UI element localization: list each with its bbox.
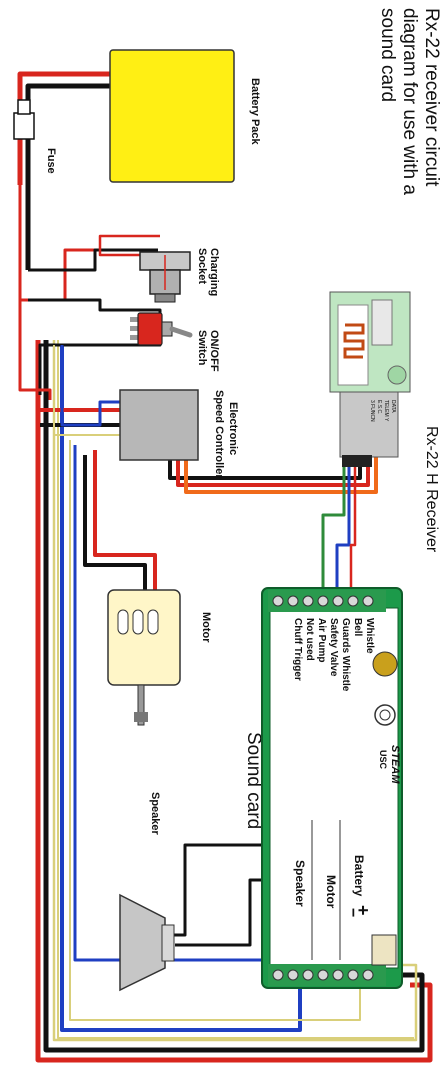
battery-plus-label: +: [353, 905, 373, 916]
wire-outer-yellow-2: [57, 340, 414, 1039]
svg-text:sound card: sound card: [377, 8, 398, 102]
wire-switch-red: [18, 300, 52, 400]
wire-outer-blue: [60, 345, 302, 1032]
battery-output-label: Battery: [352, 855, 366, 897]
motor-label: Motor: [200, 612, 212, 643]
rx-pin-4: 3 FUNCN: [369, 400, 375, 422]
charging-socket-label-2: Socket: [196, 248, 208, 284]
speaker-output-label: Speaker: [293, 860, 307, 907]
switch-label-1: ON/OFF: [208, 330, 220, 372]
receiver-label: Rx-22 H Receiver: [423, 426, 440, 553]
rx22-receiver: Rx-22 H Receiver DATA TELEM Y E.S.C. 3 F…: [329, 291, 440, 553]
motor: Motor: [107, 589, 212, 726]
charging-socket-label-1: Charging: [208, 248, 220, 296]
wire-sc-blue: [73, 445, 300, 962]
input-label-5: Air Pump: [316, 618, 327, 662]
wire-outer-yellow: [52, 340, 418, 1042]
sound-card: Sound card STEAM USC Whistle Bell Guards…: [243, 587, 403, 989]
wire-switch-black: [28, 298, 162, 395]
input-terminals: [272, 595, 374, 607]
wire-battery-black: [25, 83, 115, 116]
wire-esc-motor-black: [83, 455, 147, 592]
wire-speaker-black: [168, 843, 270, 937]
speaker-label: Speaker: [149, 792, 161, 836]
model-label: USC: [378, 750, 388, 770]
wire-esc-rx-orange: [184, 452, 378, 494]
esc-label-1: Electronic: [227, 402, 239, 455]
rx-pin-2: TELEM Y: [383, 400, 389, 422]
motor-output-label: Motor: [324, 875, 338, 909]
wire-rx-blue: [335, 462, 351, 590]
wire-battery-red: [17, 71, 115, 116]
sound-card-title: Sound card: [243, 732, 264, 829]
input-label-2: Bell: [352, 618, 363, 637]
battery-pack: Battery Pack: [109, 49, 261, 183]
title-line-3: sound card: [377, 8, 398, 102]
battery-pack-label: Battery Pack: [249, 78, 261, 146]
speed-controller: Electronic Speed Controller: [119, 389, 239, 479]
switch-label-2: Switch: [196, 330, 208, 366]
charging-socket: Charging Socket: [139, 248, 220, 303]
brand-label: STEAM: [389, 745, 401, 784]
wire-rx-red: [349, 462, 357, 590]
input-label-4: Safety Valve: [328, 618, 339, 677]
rx-pin-1: DATA: [390, 400, 396, 413]
wire-esc-blue-in: [60, 345, 120, 427]
wire-rx-green: [321, 462, 346, 590]
input-label-3: Guards Whistle: [340, 618, 351, 692]
fuse-label: Fuse: [45, 148, 57, 174]
input-label-1: Whistle: [364, 618, 375, 654]
svg-text:diagram for use with a: diagram for use with a: [399, 8, 420, 195]
title-line-2: diagram for use with a: [399, 8, 420, 195]
fuse: Fuse: [13, 99, 57, 174]
rx-pin-3: E.S.C.: [376, 400, 382, 414]
on-off-switch: ON/OFF Switch: [130, 312, 220, 372]
esc-label-2: Speed Controller: [213, 390, 225, 479]
wire-charge-red: [18, 185, 152, 302]
wire-charge-black: [28, 248, 158, 272]
input-label-6: Not used: [304, 618, 315, 661]
input-label-7: Chuff Trigger: [292, 618, 303, 681]
speaker: Speaker: [119, 792, 175, 992]
wire-esc-motor-red: [93, 450, 157, 592]
battery-minus-label: −: [344, 908, 361, 917]
wire-esc-yellow-in: [53, 345, 120, 436]
title-line-1: Rx-22 receiver circuit: [421, 8, 442, 187]
page-title: Rx-22 receiver circuit diagram for use w…: [377, 8, 442, 195]
svg-text:Rx-22 receiver circuit: Rx-22 receiver circuit: [421, 8, 442, 187]
output-terminals: [272, 969, 374, 981]
wire-esc-rx-red: [176, 452, 370, 487]
